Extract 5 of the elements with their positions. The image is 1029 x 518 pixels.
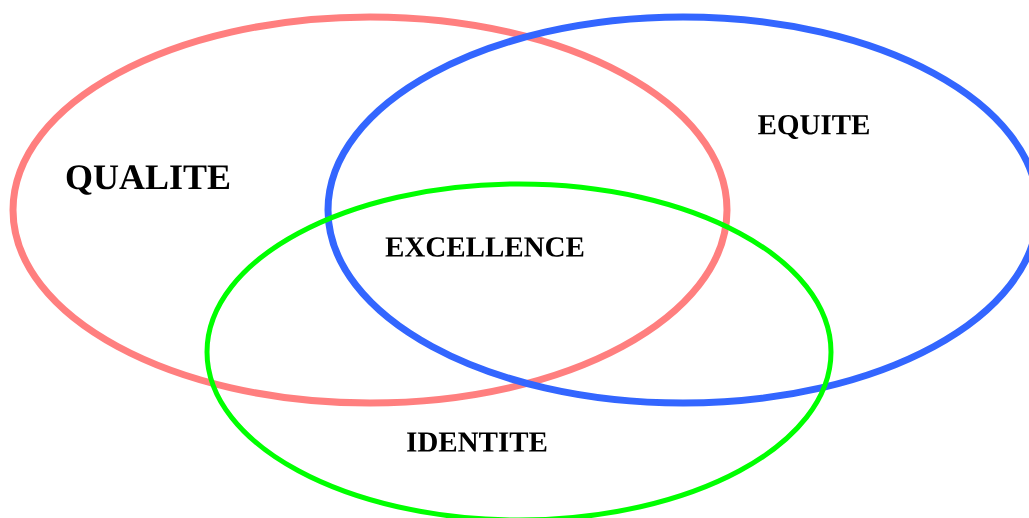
set-label: IDENTITE xyxy=(407,432,547,452)
set-label: EQUITE xyxy=(758,115,869,139)
set-label: QUALITE xyxy=(66,165,230,195)
ellipse xyxy=(9,13,731,407)
intersection-label: EXCELLENCE xyxy=(385,237,584,257)
